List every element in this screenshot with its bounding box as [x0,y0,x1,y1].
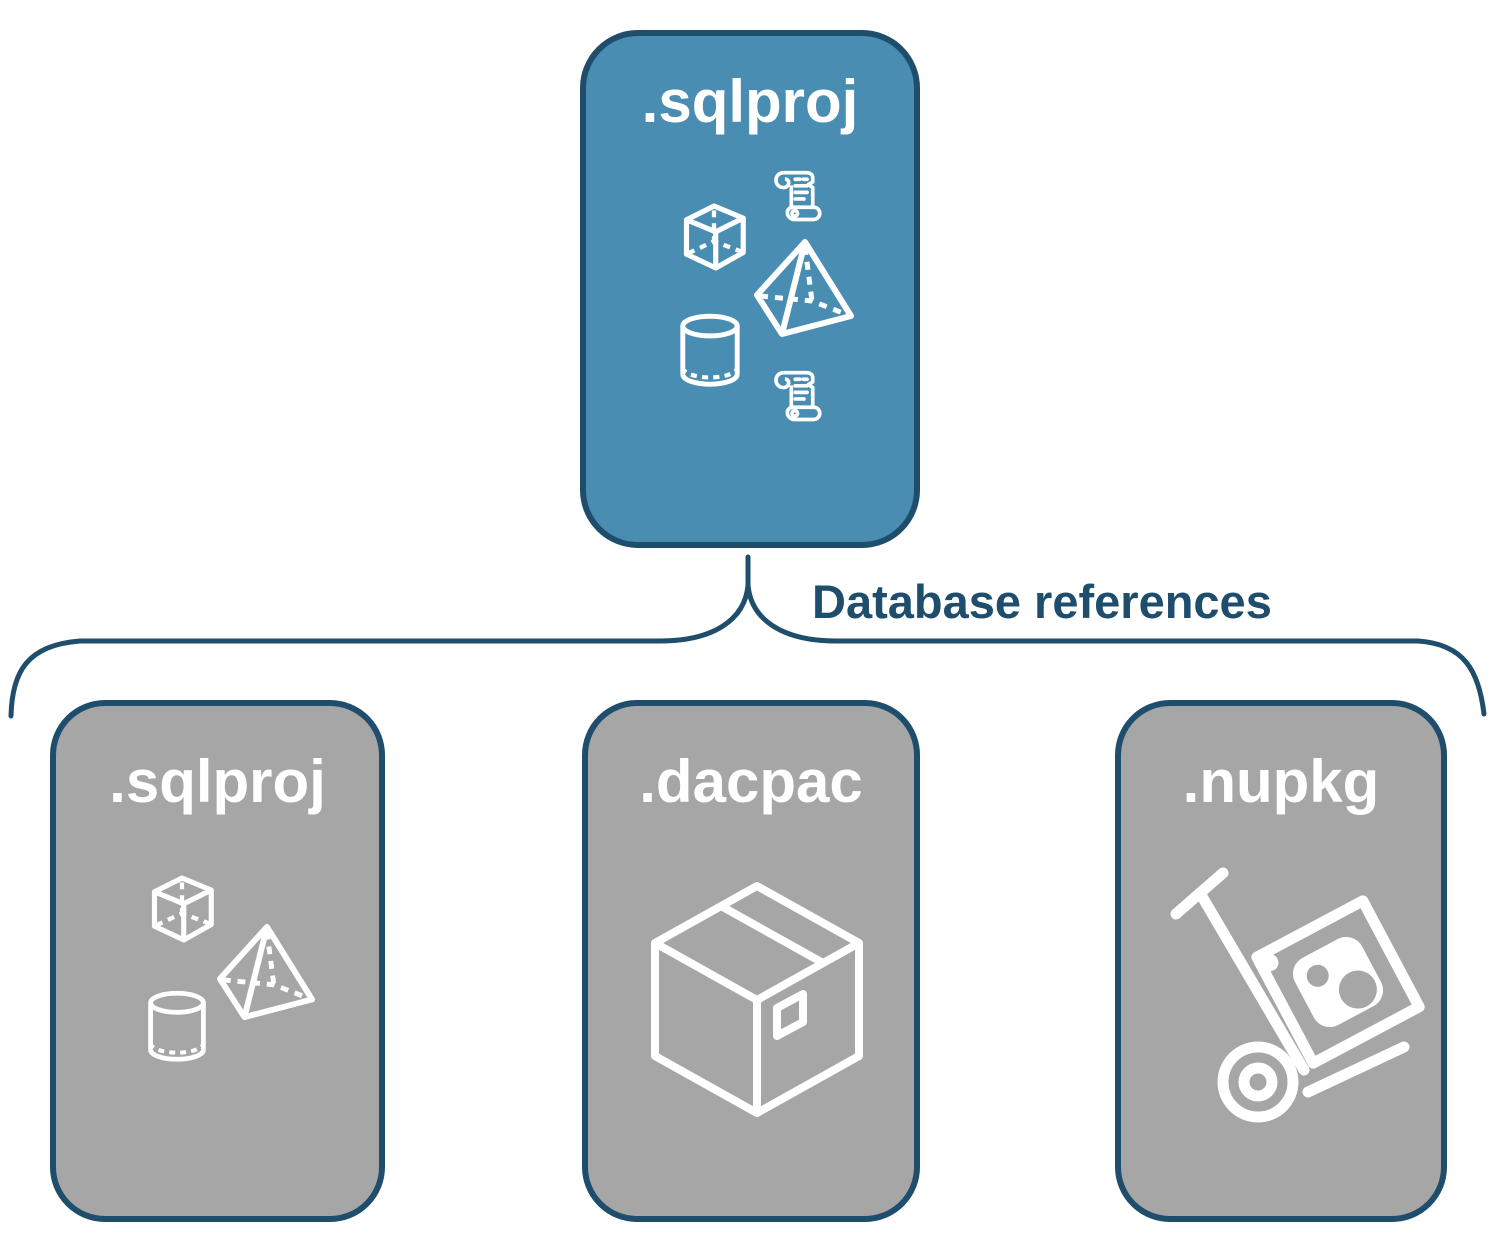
cylinder-icon [676,310,744,392]
scroll-icon [769,366,825,424]
cylinder-icon [144,986,210,1068]
card-root-label: .sqlproj [641,68,859,135]
package-box-icon [637,846,877,1126]
hand-truck-package-icon [1166,864,1426,1134]
card-child-label: .sqlproj [109,748,326,815]
card-child-label: .nupkg [1182,748,1380,815]
scroll-icon [769,166,825,224]
connector-label: Database references [812,575,1272,628]
cube-icon [139,866,225,952]
card-child-nupkg: .nupkg [1115,700,1447,1222]
pyramid-icon [214,924,318,1022]
card-child-sqlproj: .sqlproj [50,700,385,1222]
card-child-label: .dacpac [639,748,863,815]
card-child-dacpac: .dacpac [582,700,920,1222]
cube-icon [671,194,757,280]
card-root-sqlproj: .sqlproj [580,30,920,548]
pyramid-icon [751,239,857,339]
